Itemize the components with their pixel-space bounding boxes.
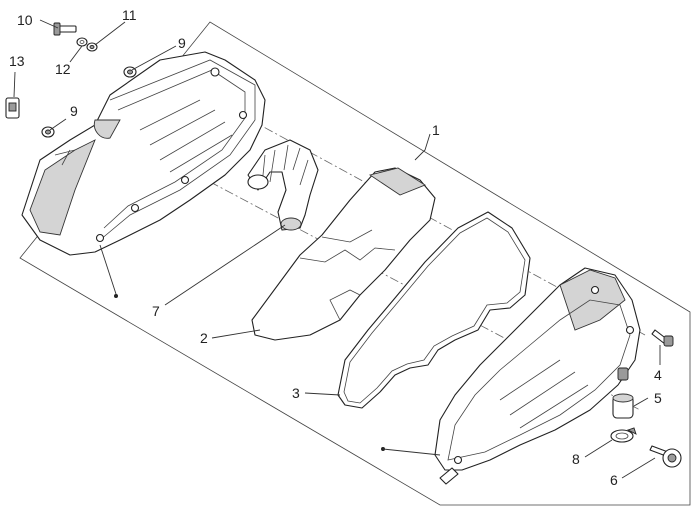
callout-7: 7 bbox=[152, 303, 160, 319]
callout-5: 5 bbox=[654, 390, 662, 406]
leader-lines bbox=[13, 19, 661, 479]
part-5-drain-plug bbox=[612, 393, 634, 419]
part-8-clamp bbox=[610, 427, 637, 443]
part-3-gasket bbox=[337, 211, 531, 409]
part-10-screw bbox=[53, 22, 77, 36]
part-4-screw bbox=[651, 329, 674, 347]
part-12-washer bbox=[76, 37, 88, 47]
part-6-drain-valve bbox=[649, 445, 682, 468]
callout-4: 4 bbox=[654, 367, 662, 383]
callout-11: 11 bbox=[122, 7, 137, 23]
part-1-lower-housing bbox=[434, 267, 641, 485]
reference-dot-left bbox=[114, 294, 118, 298]
air-box-upper-housing bbox=[21, 51, 266, 256]
part-13-clip bbox=[5, 97, 20, 119]
callout-8: 8 bbox=[572, 451, 580, 467]
callout-13: 13 bbox=[9, 53, 25, 69]
callout-2: 2 bbox=[200, 330, 208, 346]
assembly-boundary bbox=[19, 21, 691, 506]
part-2-filter-element bbox=[251, 167, 436, 341]
callout-10: 10 bbox=[17, 12, 33, 28]
callout-12: 12 bbox=[55, 61, 71, 77]
callout-9-upper: 9 bbox=[178, 35, 186, 51]
part-11-nut bbox=[86, 42, 98, 52]
callout-1: 1 bbox=[432, 122, 440, 138]
callout-6: 6 bbox=[610, 472, 618, 488]
callout-3: 3 bbox=[292, 385, 300, 401]
part-7-intake-duct bbox=[247, 139, 319, 231]
callout-9-lower: 9 bbox=[70, 103, 78, 119]
